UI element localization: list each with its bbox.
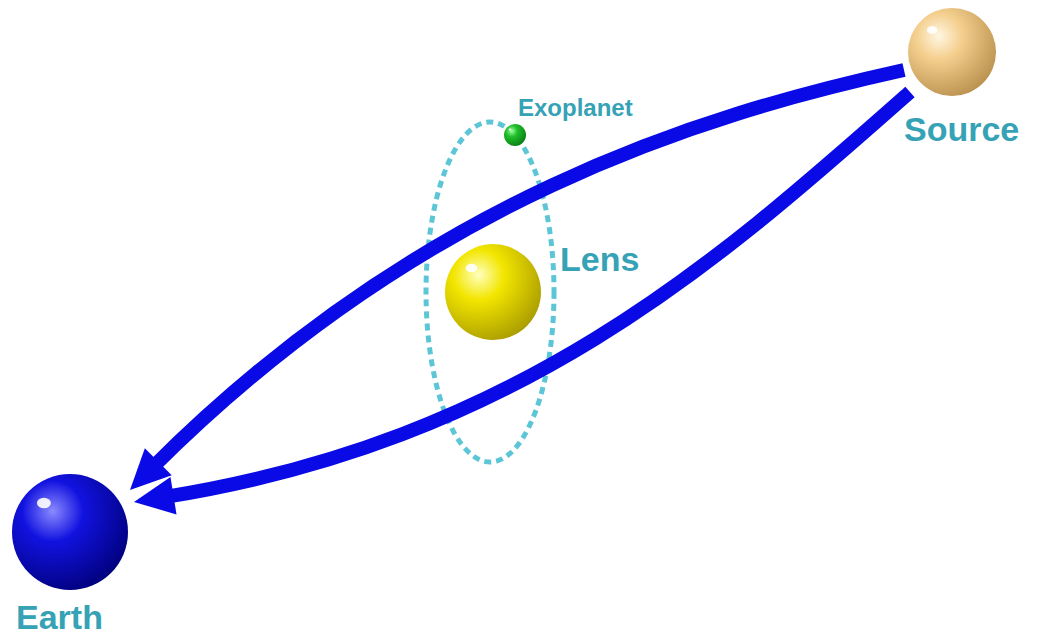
source-sphere: Source — [908, 8, 996, 96]
earth-sphere: Earth — [12, 474, 128, 590]
exoplanet-sphere: Exoplanet — [504, 124, 526, 146]
node-label: Exoplanet — [518, 96, 633, 120]
node-label: Earth — [16, 600, 103, 634]
node-label: Source — [904, 112, 1019, 146]
lens-sphere: Lens — [445, 244, 541, 340]
node-label: Lens — [560, 242, 639, 276]
sphere-shape — [504, 124, 526, 146]
sphere-shape — [445, 244, 541, 340]
light-ray-arrow — [130, 70, 904, 490]
sphere-shape — [908, 8, 996, 96]
light-ray-arrow — [134, 92, 910, 514]
sphere-shape — [12, 474, 128, 590]
